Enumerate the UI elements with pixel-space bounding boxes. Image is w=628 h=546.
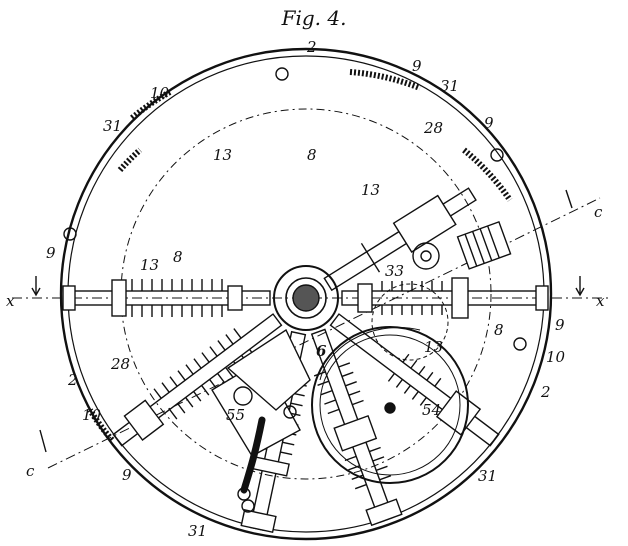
- rim-bracket-left: [62, 285, 76, 311]
- hub-bore: [285, 277, 327, 319]
- label-55: 55: [226, 406, 245, 424]
- label-2-left: 2: [67, 371, 78, 389]
- rim-screw-top: [275, 67, 289, 81]
- label-10-right: 10: [546, 348, 566, 366]
- figure-caption: Fig. 4.: [281, 6, 347, 30]
- label-9-upper-right: 9: [484, 114, 494, 132]
- central-hub: [273, 265, 339, 331]
- cylinder-bracket-upper-right: [456, 220, 512, 270]
- spindle-upper-right: [310, 328, 403, 527]
- label-9-left: 9: [46, 244, 56, 262]
- label-c-upper-right: c: [594, 203, 603, 221]
- label-9-right: 9: [555, 316, 565, 334]
- label-x-right: x: [596, 292, 605, 310]
- label-13-left: 13: [140, 256, 159, 274]
- roller-33: [371, 283, 449, 361]
- label-31-bottom: 31: [188, 522, 207, 540]
- small-pulley-hub: [420, 250, 432, 262]
- spindle-right-upper: [329, 313, 500, 447]
- label-10-left: 10: [82, 406, 102, 424]
- label-9-bottom: 9: [122, 466, 132, 484]
- bobbin-54: [311, 326, 469, 484]
- rim-bracket-right: [535, 285, 549, 311]
- label-28-top: 28: [423, 119, 443, 137]
- spindle-lower-left: [323, 187, 477, 292]
- spindle-upper-left: [112, 313, 283, 447]
- label-54: 54: [422, 401, 441, 419]
- section-arrow-lower: [39, 429, 47, 453]
- rim-screw-right: [513, 337, 527, 351]
- label-28-left: 28: [110, 355, 130, 373]
- label-13-center: 13: [361, 181, 380, 199]
- label-9-top: 9: [412, 57, 422, 75]
- label-31-top-right: 31: [440, 77, 459, 95]
- rim-screw-upper-right: [490, 148, 504, 162]
- section-arrowhead-right: [575, 287, 585, 297]
- label-10-top: 10: [150, 84, 170, 102]
- bobbin-center: [384, 402, 396, 414]
- rim-screw-left: [63, 227, 77, 241]
- label-13-upper: 13: [213, 146, 232, 164]
- rim-gear-left: [117, 147, 143, 173]
- rim-gear-right: [462, 147, 513, 202]
- rim-gear-lower-left: [87, 408, 115, 442]
- rim-gear-top-right: [349, 69, 422, 91]
- bobbin-flange-curve: [319, 326, 421, 381]
- label-13-right: 13: [424, 338, 443, 356]
- central-shaft: [292, 284, 320, 312]
- label-2-right: 2: [540, 383, 551, 401]
- label-33: 33: [385, 262, 404, 280]
- rim-gear-top-left: [130, 89, 172, 121]
- label-8-upper: 8: [307, 146, 317, 164]
- small-pulley: [412, 242, 440, 270]
- label-6: 6: [316, 342, 327, 360]
- label-8-left: 8: [173, 248, 183, 266]
- label-2-top: 2: [306, 38, 317, 56]
- label-31-top-left: 31: [103, 117, 122, 135]
- section-arrow-upper: [565, 189, 573, 209]
- label-8-right: 8: [494, 321, 504, 339]
- lever-55: [211, 328, 311, 513]
- label-x-left: x: [6, 292, 15, 310]
- section-arrowhead-left: [31, 287, 41, 297]
- label-c-lower-left: c: [26, 462, 35, 480]
- outer-casing-ring: [59, 47, 553, 541]
- bobbin-inner-rim: [319, 334, 461, 476]
- label-31-bottom-right: 31: [478, 467, 497, 485]
